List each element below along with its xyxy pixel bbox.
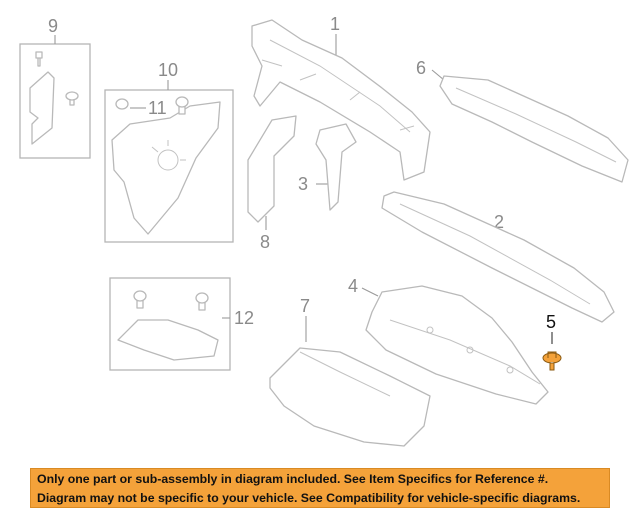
part-8-group: 8 — [247, 115, 297, 252]
callout-6: 6 — [416, 58, 426, 78]
part-10-fastener — [175, 96, 189, 115]
callout-5: 5 — [546, 312, 556, 332]
part-3-group: 3 — [298, 123, 357, 211]
part-9-group: 9 — [19, 16, 91, 159]
part-9-fastener-side — [65, 91, 79, 106]
part-5-group: 5 — [542, 312, 562, 371]
part-12-fastener-left — [133, 290, 147, 309]
part-7-lower-shield — [269, 347, 431, 447]
callout-11: 11 — [148, 98, 167, 118]
part-4-group: 4 — [348, 276, 549, 405]
part-6-group: 6 — [416, 58, 629, 183]
callout-3: 3 — [298, 174, 308, 194]
disclaimer-line-2: Diagram may not be specific to your vehi… — [37, 491, 581, 505]
callout-10: 10 — [158, 60, 178, 80]
part-7-group: 7 — [269, 296, 431, 447]
part-9-fastener-top — [35, 51, 43, 67]
disclaimer-banner: Only one part or sub-assembly in diagram… — [30, 468, 610, 508]
part-4-deflector — [365, 285, 549, 405]
part-12-bracket — [117, 319, 219, 361]
part-6-reinforcement — [439, 75, 629, 183]
part-10-splash-shield — [111, 101, 221, 235]
part-1-group: 1 — [251, 14, 431, 181]
part-12-fastener-right — [195, 292, 209, 311]
part-9-bracket — [29, 71, 55, 145]
disclaimer-line-1: Only one part or sub-assembly in diagram… — [37, 472, 549, 486]
callout-9: 9 — [48, 16, 58, 36]
part-2-group: 2 — [381, 191, 615, 323]
part-8-side-panel — [247, 115, 297, 223]
part-3-bracket — [315, 123, 357, 211]
part-5-push-pin — [542, 351, 562, 371]
part-1-upper-tie-bar — [251, 19, 431, 181]
callout-2: 2 — [494, 212, 504, 232]
callout-1: 1 — [330, 14, 340, 34]
part-12-box — [109, 277, 231, 371]
callout-4: 4 — [348, 276, 358, 296]
part-12-group: 12 — [109, 277, 254, 371]
part-2-lower-bar — [381, 191, 615, 323]
part-10-box — [104, 89, 234, 243]
part-10-group: 10 11 — [104, 60, 234, 243]
callout-12: 12 — [234, 308, 254, 328]
callout-8: 8 — [260, 232, 270, 252]
part-11-fastener — [115, 98, 129, 110]
callout-7: 7 — [300, 296, 310, 316]
